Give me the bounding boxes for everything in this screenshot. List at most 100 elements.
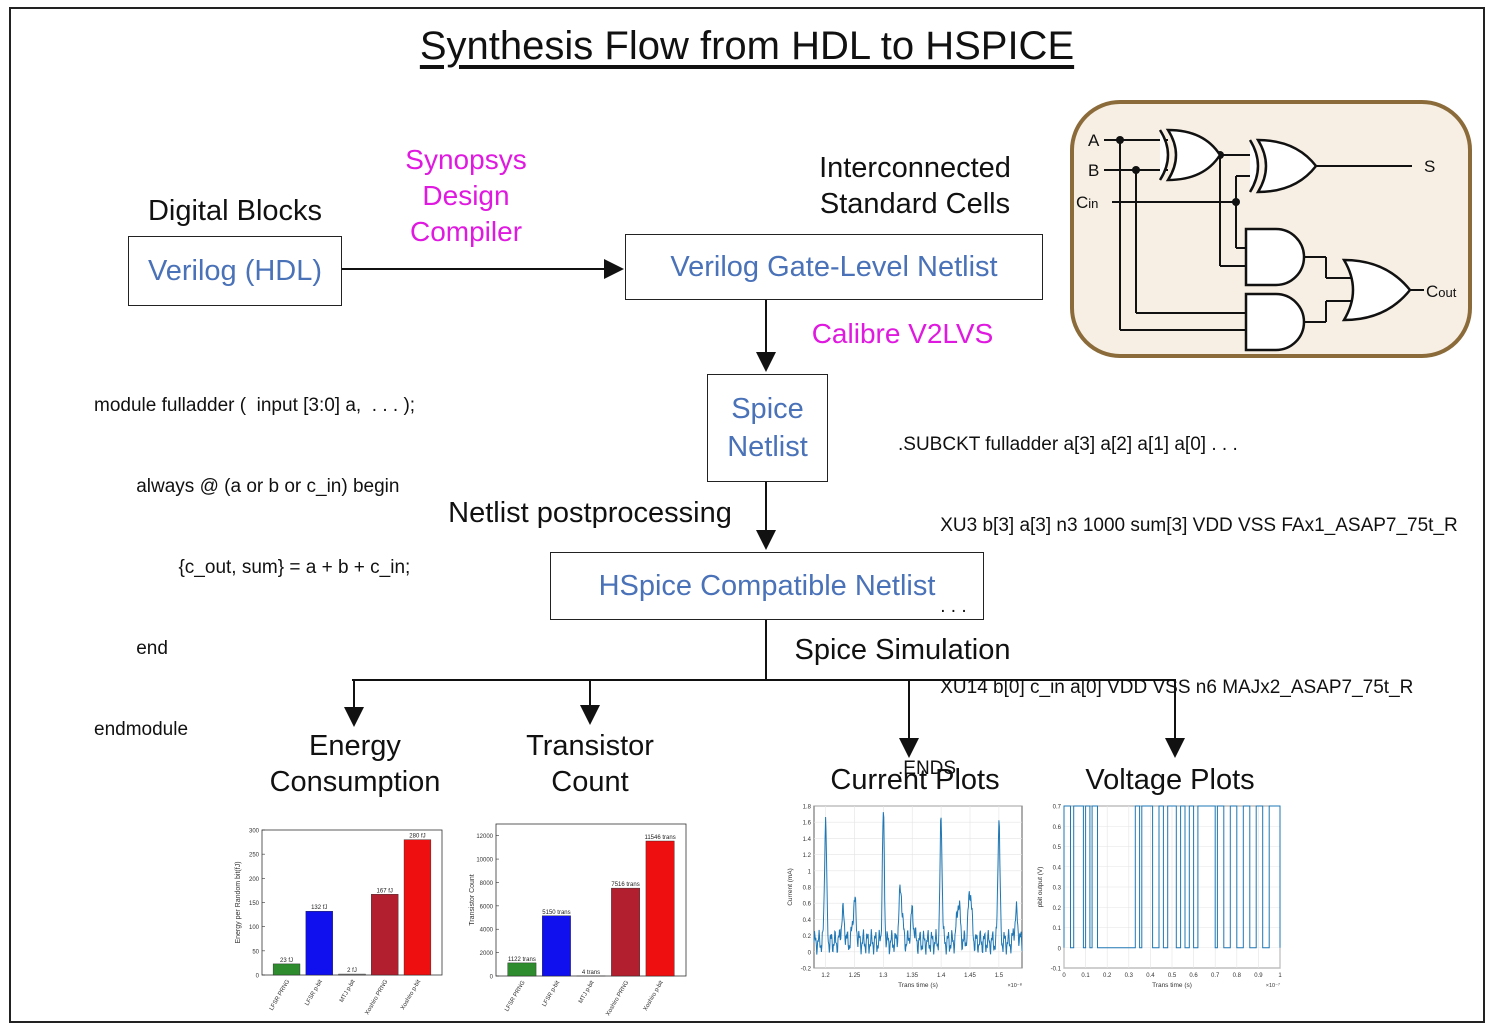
bar-data-label: 7516 trans [611,882,639,888]
code-line: always @ (a or b or c_in) begin [94,476,400,497]
x-tick-label: Xoshiro PRNG [365,979,390,1016]
y-tick-label: 0 [256,974,260,980]
verilog-hdl-box: Verilog (HDL) [128,236,342,306]
y-tick-label: 0.5 [1053,845,1062,851]
y-tick-label: 0.3 [1053,886,1062,892]
y-tick-label: -0.2 [801,967,812,973]
bar [371,894,399,976]
bar [542,915,571,977]
x-tick-label: 0.5 [1168,973,1177,979]
code-line: . . . [898,596,967,617]
code-line: endmodule [94,719,189,740]
y-tick-label: 1 [808,869,812,875]
spice-simulation-label: Spice Simulation [794,634,1011,666]
code-line: end [94,638,168,659]
y-tick-label: 1.6 [803,821,812,827]
x-multiplier: ×10⁻⁸ [1007,982,1022,989]
spice-code: .SUBCKT fulladder a[3] a[2] a[1] a[0] . … [898,377,1458,809]
x-tick-label: Xoshiro p-bit [400,979,422,1011]
x-axis-label: Trans time (s) [898,982,938,989]
y-tick-label: 4000 [480,928,494,934]
x-tick-label: 1.3 [879,973,888,979]
y-tick-label: 0 [1058,946,1062,952]
page-title: Synthesis Flow from HDL to HSPICE [419,24,1075,68]
code-line: {c_out, sum} = a + b + c_in; [94,557,411,578]
y-tick-label: 0.4 [803,918,812,924]
bar-data-label: 167 fJ [377,888,393,894]
bar-data-label: 11546 trans [644,835,675,841]
y-tick-label: 8000 [480,881,494,887]
schematic-gates [1158,128,1412,352]
gate-level-netlist-box: Verilog Gate-Level Netlist [625,234,1043,300]
x-tick-label: 0.9 [1254,973,1263,979]
y-tick-label: 0.2 [1053,906,1062,912]
x-tick-label: 0.3 [1125,973,1134,979]
y-tick-label: 0.2 [803,934,812,940]
x-tick-label: 0.2 [1103,973,1112,979]
bar [403,839,432,976]
tool-line: Synopsys [405,144,527,175]
y-tick-label: 150 [249,901,260,907]
series-line [813,812,1023,955]
bar-data-label: 2 fJ [347,968,357,974]
y-tick-label: 6000 [480,904,494,910]
x-tick-label: 0.1 [1081,973,1090,979]
verilog-code: module fulladder ( input [3:0] a, . . . … [94,338,415,770]
y-tick-label: -0.1 [1051,967,1062,973]
code-line: XU14 b[0] c_in a[0] VDD VSS n6 MAJx2_ASA… [898,677,1414,698]
y-tick-label: 50 [252,949,259,955]
y-tick-label: 300 [249,829,260,835]
y-axis-label: Energy per Random bit(fJ) [235,861,242,943]
x-tick-label: 1.2 [821,973,830,979]
x-tick-label: 1.5 [995,973,1004,979]
bar-data-label: 1122 trans [508,957,536,963]
x-axis-label: Trans time (s) [1152,982,1192,989]
y-tick-label: 10000 [476,858,493,864]
label-line: Energy [309,730,401,762]
x-tick-label: 1 [1278,973,1282,979]
y-tick-label: 0 [490,975,494,981]
bar-data-label: 5150 trans [542,910,570,916]
synopsys-tool-label: Synopsys Design Compiler [366,142,566,250]
x-multiplier: ×10⁻⁷ [1266,982,1280,989]
spice-netlist-box: Spice Netlist [707,374,828,482]
y-axis-label: Current (mA) [787,868,794,906]
y-tick-label: 0.7 [1053,805,1062,811]
label-line: Count [551,766,629,798]
x-tick-label: 1.45 [964,973,976,979]
y-tick-label: 200 [249,877,260,883]
output-s-label: S [1424,157,1435,176]
x-tick-label: 0 [1062,973,1066,979]
x-tick-label: MTJ p-bit [578,980,596,1005]
input-a-label: A [1088,131,1100,150]
code-line: .ENDS [898,758,957,779]
y-tick-label: 1.8 [803,805,812,811]
y-tick-label: 1.2 [803,853,812,859]
y-tick-label: 1.4 [803,837,812,843]
x-tick-label: 0.4 [1146,973,1155,979]
transistor-label: Transistor Count [500,728,680,800]
x-tick-label: 1.4 [937,973,946,979]
bar [507,962,537,977]
y-tick-label: 250 [249,853,260,859]
y-tick-label: 0.1 [1053,926,1062,932]
bar-data-label: 280 fJ [409,834,425,840]
x-tick-label: 1.25 [849,973,861,979]
output-cout-label: Cout [1426,282,1457,301]
box-line: Netlist [727,431,808,463]
tool-line: Compiler [409,216,523,247]
bar-data-label: 23 fJ [280,958,293,964]
bar-data-label: 4 trans [582,970,600,976]
y-tick-label: 12000 [476,834,493,840]
y-tick-label: 0.6 [1053,825,1062,831]
x-tick-label: Xoshiro p-bit [643,980,665,1012]
x-tick-label: LFSR PRNG [504,980,527,1013]
x-tick-label: LFSR p-bit [542,980,562,1008]
x-tick-label: LFSR p-bit [304,979,324,1007]
page-frame [9,7,1485,1023]
bar [272,963,301,976]
